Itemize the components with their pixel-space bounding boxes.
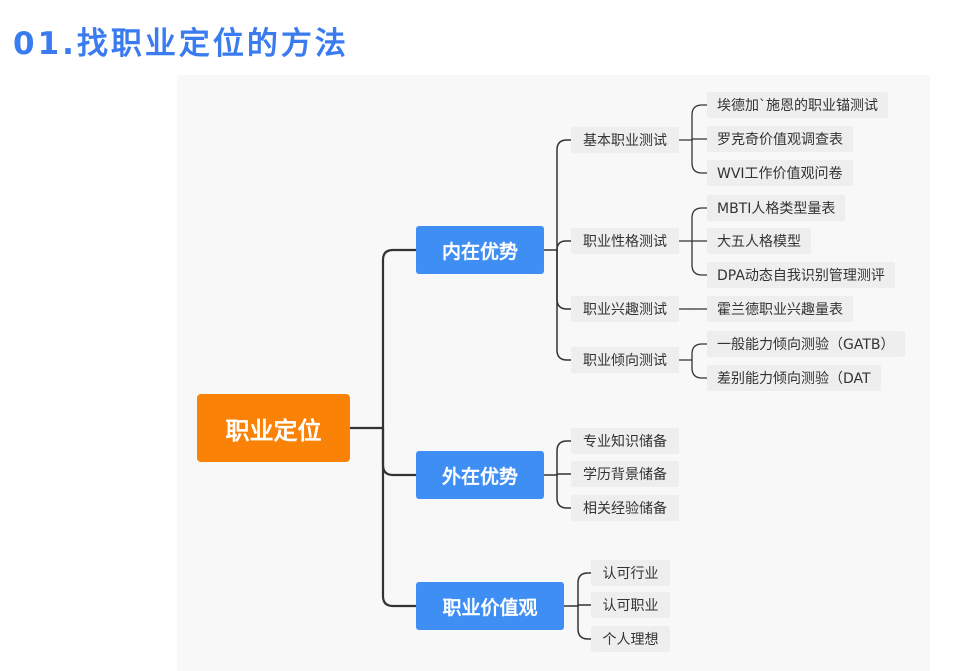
branch-0-connector-link-3: [556, 249, 572, 361]
root-connector-link-2: [381, 426, 418, 608]
child-0-1-connector-link-0: [691, 207, 708, 242]
branch-2-connector-link-1: [577, 604, 592, 607]
branch-1-connector-link-1: [556, 473, 572, 476]
child-node-1-2[interactable]: 相关经验储备: [571, 495, 679, 521]
branch-0-connector-link-0: [556, 139, 572, 251]
branch-1-connector-link-0: [556, 440, 572, 476]
root-connector-link-0: [381, 248, 418, 430]
branch-0-connector-link-1: [556, 240, 572, 251]
leaf-node-0-2-0[interactable]: 霍兰德职业兴趣量表: [707, 296, 853, 322]
leaf-node-0-0-1[interactable]: 罗克奇价值观调查表: [707, 126, 853, 152]
child-node-0-2[interactable]: 职业兴趣测试: [571, 296, 679, 322]
child-0-0-connector-link-1: [691, 138, 708, 141]
child-node-1-1[interactable]: 学历背景储备: [571, 461, 679, 487]
branch-0-connector-link-2: [556, 249, 572, 310]
child-node-0-3[interactable]: 职业倾向测试: [571, 347, 679, 373]
child-0-0-connector-link-2: [691, 139, 708, 174]
child-0-3-connector-link-0: [691, 343, 708, 361]
branch-node-1[interactable]: 外在优势: [416, 451, 544, 499]
leaf-node-0-1-2[interactable]: DPA动态自我识别管理测评: [707, 262, 895, 288]
child-0-3-connector-link-1: [691, 359, 708, 379]
leaf-node-0-1-1[interactable]: 大五人格模型: [707, 228, 811, 254]
branch-2-connector-link-2: [577, 605, 592, 640]
child-node-2-0[interactable]: 认可行业: [591, 560, 670, 586]
branch-1-connector-link-2: [556, 474, 572, 509]
child-node-2-2[interactable]: 个人理想: [591, 626, 670, 652]
leaf-node-0-3-1[interactable]: 差别能力倾向测验（DAT: [707, 365, 881, 391]
branch-node-2[interactable]: 职业价值观: [416, 582, 564, 630]
leaf-node-0-0-2[interactable]: WVI工作价值观问卷: [707, 160, 853, 186]
branch-node-0[interactable]: 内在优势: [416, 226, 544, 274]
child-node-1-0[interactable]: 专业知识储备: [571, 428, 679, 454]
child-node-0-0[interactable]: 基本职业测试: [571, 127, 679, 153]
page-title: 01.找职业定位的方法: [13, 26, 349, 62]
leaf-node-0-1-0[interactable]: MBTI人格类型量表: [707, 195, 846, 221]
child-0-1-connector-link-2: [691, 240, 708, 276]
root-node-career-positioning[interactable]: 职业定位: [197, 394, 350, 462]
child-node-2-1[interactable]: 认可职业: [591, 592, 670, 618]
leaf-node-0-3-0[interactable]: 一般能力倾向测验（GATB）: [707, 331, 905, 357]
branch-2-connector-link-0: [577, 572, 592, 607]
leaf-node-0-0-0[interactable]: 埃德加`施恩的职业锚测试: [707, 92, 888, 118]
child-node-0-1[interactable]: 职业性格测试: [571, 228, 679, 254]
child-0-0-connector-link-0: [691, 104, 708, 141]
root-connector-link-1: [381, 426, 418, 477]
